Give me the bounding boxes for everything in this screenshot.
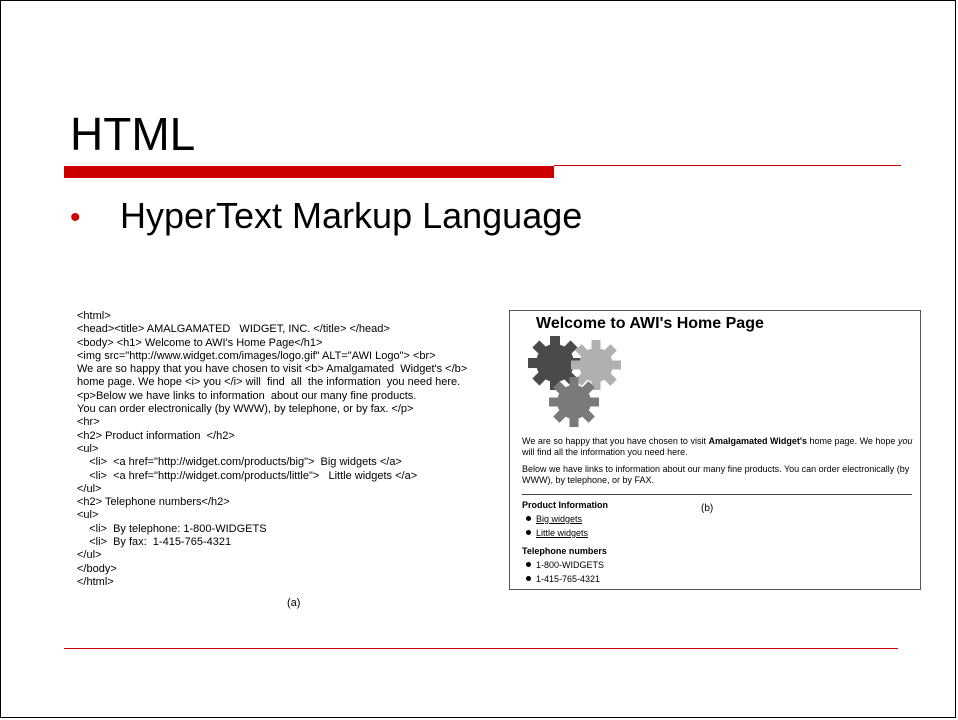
fax-number: 1-415-765-4321 bbox=[536, 574, 601, 584]
code-line: <p>Below we have links to information ab… bbox=[77, 389, 417, 402]
code-line: </ul> bbox=[77, 549, 102, 562]
big-widgets-link[interactable]: Big widgets bbox=[536, 514, 583, 524]
gear-mid-icon bbox=[549, 377, 599, 427]
gear-light-icon bbox=[571, 340, 621, 390]
list-item: Little widgets bbox=[526, 528, 588, 539]
list-item: 1-800-WIDGETS bbox=[526, 560, 604, 571]
bullet-dot-icon: • bbox=[70, 201, 81, 234]
phone-number: 1-800-WIDGETS bbox=[536, 560, 605, 570]
code-line: <html> bbox=[77, 310, 111, 322]
code-line: <ul> bbox=[77, 509, 99, 522]
code-line: <hr> bbox=[77, 416, 100, 429]
bullet-icon bbox=[526, 576, 531, 581]
para1-bold-text: Amalgamated Widget's bbox=[708, 436, 808, 446]
code-line: <body> <h1> Welcome to AWI's Home Page</… bbox=[77, 336, 323, 349]
code-line: <img src="http://www.widget.com/images/l… bbox=[77, 349, 436, 362]
bullet-icon bbox=[526, 530, 531, 535]
bullet-icon bbox=[526, 562, 531, 567]
code-line: <head><title> AMALGAMATED WIDGET, INC. <… bbox=[77, 323, 390, 336]
horizontal-rule bbox=[522, 494, 912, 495]
code-line: </ul> bbox=[77, 482, 102, 495]
para1-text-mid: home page. We hope bbox=[807, 436, 898, 446]
code-line: We are so happy that you have chosen to … bbox=[77, 363, 468, 376]
code-line: <ul> bbox=[77, 442, 99, 455]
product-info-heading: Product Information bbox=[522, 500, 608, 510]
code-line: <li> By fax: 1-415-765-4321 bbox=[77, 536, 232, 549]
para1-text-end: will find all the information you need h… bbox=[522, 447, 688, 457]
caption-b: (b) bbox=[701, 503, 714, 514]
footer-divider-line bbox=[64, 648, 898, 649]
para1-text-start: We are so happy that you have chosen to … bbox=[522, 436, 709, 446]
telephone-heading: Telephone numbers bbox=[522, 546, 607, 556]
para1-italic-text: you bbox=[897, 436, 913, 446]
slide-title: HTML bbox=[70, 108, 196, 160]
code-line: </body> bbox=[77, 562, 117, 575]
gears-logo-icon bbox=[528, 336, 621, 427]
code-line: <li> <a href="http://widget.com/products… bbox=[77, 469, 418, 482]
caption-a: (a) bbox=[287, 597, 301, 609]
code-line: <h2> Product information </h2> bbox=[77, 429, 235, 442]
list-item: Big widgets bbox=[526, 514, 582, 525]
list-item: 1-415-765-4321 bbox=[526, 574, 600, 585]
preview-paragraph-2: Below we have links to information about… bbox=[522, 464, 910, 485]
code-line: home page. We hope <i> you </i> will fin… bbox=[77, 376, 461, 389]
rendered-page-preview: Welcome to AWI's Home Page bbox=[509, 310, 921, 590]
bullet-icon bbox=[526, 516, 531, 521]
title-underline-line bbox=[554, 165, 901, 166]
bullet-text: HyperText Markup Language bbox=[120, 195, 583, 236]
code-line: <li> By telephone: 1-800-WIDGETS bbox=[77, 522, 267, 535]
code-line: <li> <a href="http://widget.com/products… bbox=[77, 456, 402, 469]
code-line: </html> bbox=[77, 575, 114, 588]
code-line: <h2> Telephone numbers</h2> bbox=[77, 496, 230, 509]
preview-paragraph-1: We are so happy that you have chosen to … bbox=[522, 436, 914, 458]
preview-heading: Welcome to AWI's Home Page bbox=[536, 315, 764, 332]
title-underline-bar bbox=[64, 166, 554, 178]
little-widgets-link[interactable]: Little widgets bbox=[536, 528, 589, 538]
html-source-code: <html> <head><title> AMALGAMATED WIDGET,… bbox=[77, 310, 497, 589]
code-line: You can order electronically (by WWW), b… bbox=[77, 403, 414, 416]
